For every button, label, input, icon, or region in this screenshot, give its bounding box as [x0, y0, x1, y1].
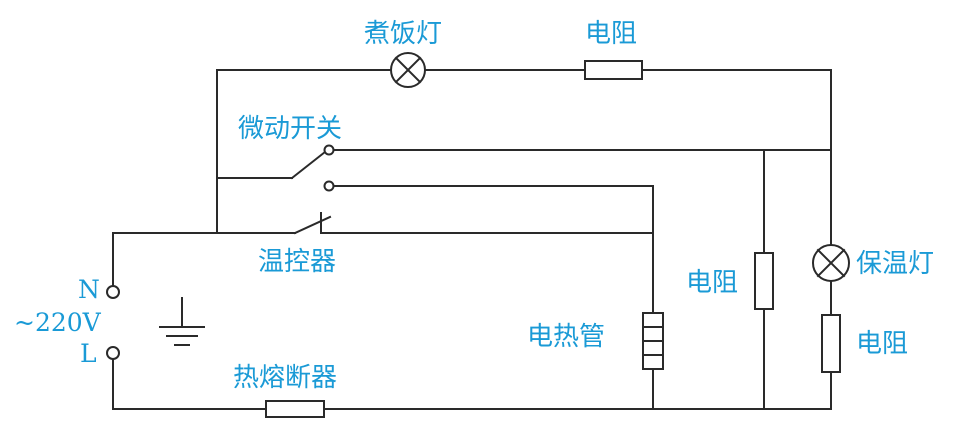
label-terminal-l: L: [80, 339, 97, 368]
wires: [112, 69, 832, 410]
label-resistor-top: 电阻: [585, 19, 637, 49]
terminal-n-symbol: [106, 285, 120, 299]
label-voltage: ~220V: [14, 308, 102, 337]
cooking-lamp-symbol: [390, 52, 426, 88]
thermostat-arm: [293, 215, 332, 235]
resistor-mid-symbol: [754, 252, 774, 310]
label-micro-switch: 微动开关: [238, 114, 342, 144]
resistor-top-symbol: [584, 60, 643, 80]
terminal-l-symbol: [106, 346, 120, 360]
label-resistor-mid: 电阻: [686, 268, 738, 298]
label-heating-tube: 电热管: [527, 322, 605, 352]
label-resistor-right: 电阻: [856, 329, 908, 359]
micro-switch-contact-upper: [323, 144, 335, 156]
label-thermal-fuse: 热熔断器: [233, 363, 337, 393]
heating-tube-symbol: [642, 312, 664, 370]
ground-icon: [159, 297, 205, 346]
label-warming-lamp: 保温灯: [856, 249, 934, 279]
resistor-right-symbol: [821, 314, 841, 373]
thermal-fuse-symbol: [265, 400, 325, 418]
label-thermostat: 温控器: [258, 247, 336, 277]
label-cooking-lamp: 煮饭灯: [364, 19, 442, 49]
micro-switch-arm: [290, 150, 327, 180]
label-terminal-n: N: [78, 275, 100, 304]
warming-lamp-symbol: [812, 244, 850, 282]
micro-switch-contact-lower: [323, 180, 335, 192]
